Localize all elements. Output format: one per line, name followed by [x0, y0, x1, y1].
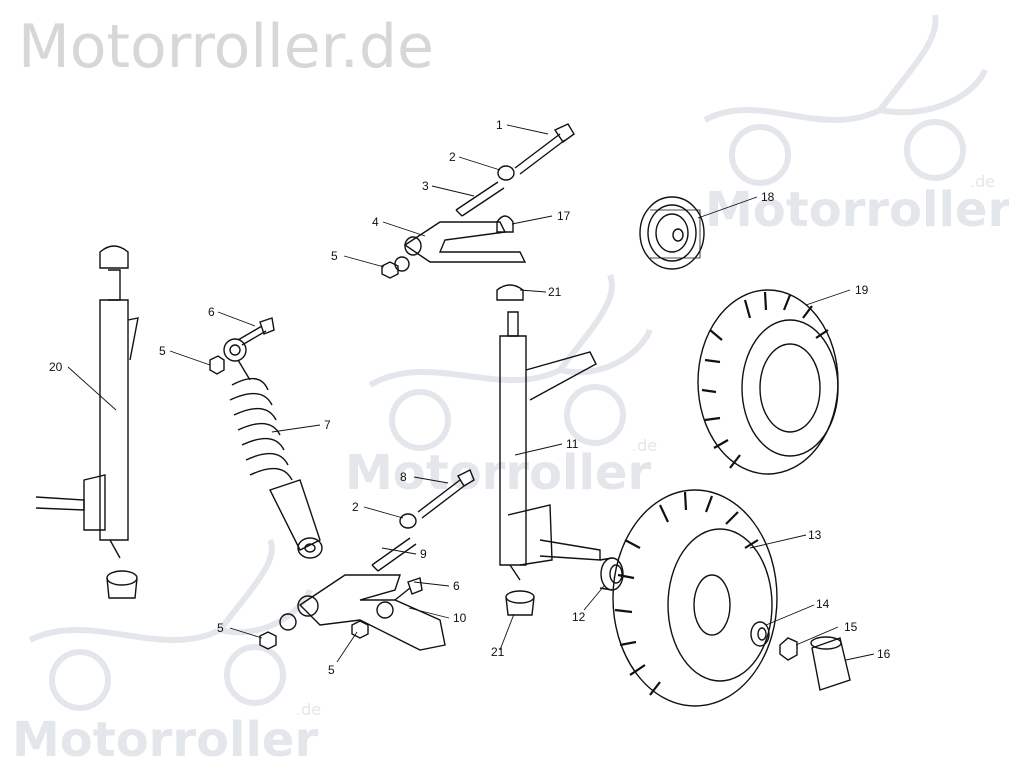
part-washer-2-lower — [399, 513, 417, 529]
part-tire-19 — [697, 289, 839, 475]
callout-5-upper: 5 — [331, 249, 338, 263]
watermark-suffix-center: .de — [632, 436, 658, 455]
callout-19: 19 — [855, 283, 869, 297]
part-bolt-8 — [417, 469, 475, 519]
part-nut-5-lower-left — [259, 631, 277, 650]
part-cap-nut-17 — [496, 215, 514, 233]
callout-14: 14 — [816, 597, 830, 611]
callout-17: 17 — [557, 209, 571, 223]
part-lower-arm-10 — [297, 574, 446, 651]
leader-lines — [67, 124, 875, 663]
part-rim-18 — [639, 196, 705, 270]
callout-13: 13 — [808, 528, 822, 542]
callout-2-top: 2 — [449, 150, 456, 164]
part-sleeve-3 — [455, 181, 505, 217]
parts-linework — [35, 123, 851, 707]
part-nut-5-lower-center — [351, 620, 369, 639]
callout-10: 10 — [453, 611, 467, 625]
callout-8: 8 — [400, 470, 407, 484]
part-knuckle-20 — [35, 269, 139, 559]
callout-4: 4 — [372, 215, 379, 229]
callout-9: 9 — [420, 547, 427, 561]
part-sleeve-9 — [371, 537, 417, 572]
part-bushing-21-lower — [505, 590, 535, 616]
part-bushing-21-upper — [496, 284, 524, 301]
callout-18: 18 — [761, 190, 775, 204]
part-bolt-6-lower — [394, 577, 423, 601]
part-knuckle-11 — [499, 311, 601, 581]
callout-5-lower-center: 5 — [328, 663, 335, 677]
callout-6-upper: 6 — [208, 305, 215, 319]
callout-20: 20 — [49, 360, 63, 374]
watermark-brand-right: Motorroller — [705, 182, 1009, 238]
callout-21-lower: 21 — [491, 645, 505, 659]
callout-15: 15 — [844, 620, 858, 634]
callout-7: 7 — [324, 418, 331, 432]
part-washer-lower — [279, 613, 297, 631]
scooter-watermark-logos — [28, 14, 988, 711]
part-bolt-6-upper — [237, 317, 275, 346]
watermark-brand-bottom: Motorroller — [12, 712, 319, 768]
part-nut-5-left — [209, 355, 225, 375]
callout-1: 1 — [496, 118, 503, 132]
part-nut-15 — [779, 637, 798, 661]
part-nut-5-upper — [381, 261, 399, 279]
part-bolt-1 — [514, 123, 575, 175]
callout-21-upper: 21 — [548, 285, 562, 299]
part-hub-cap-16 — [810, 636, 851, 691]
part-bushing-left-upper — [99, 245, 129, 269]
part-upper-arm-4 — [403, 221, 527, 263]
callout-3: 3 — [422, 179, 429, 193]
watermark-brand-center: Motorroller — [345, 445, 652, 501]
callout-11: 11 — [566, 437, 579, 451]
callout-5-lower-left: 5 — [217, 621, 224, 635]
part-bushing-left-lower — [106, 570, 138, 599]
callout-5-left: 5 — [159, 344, 166, 358]
callout-6-lower: 6 — [453, 579, 460, 593]
callout-2-lower: 2 — [352, 500, 359, 514]
watermark-suffix-bottom: .de — [296, 700, 322, 719]
part-washer-2-top — [497, 165, 515, 181]
part-bearing-12 — [599, 557, 624, 591]
part-tire-13 — [612, 489, 778, 707]
part-shock-absorber-7 — [223, 338, 323, 559]
callout-16: 16 — [877, 647, 891, 661]
callout-12: 12 — [572, 610, 586, 624]
watermark-suffix-right: .de — [970, 172, 996, 191]
watermark-title: Motorroller.de — [18, 12, 434, 82]
part-bearing-14 — [750, 621, 770, 647]
part-washer-upper — [394, 256, 410, 272]
